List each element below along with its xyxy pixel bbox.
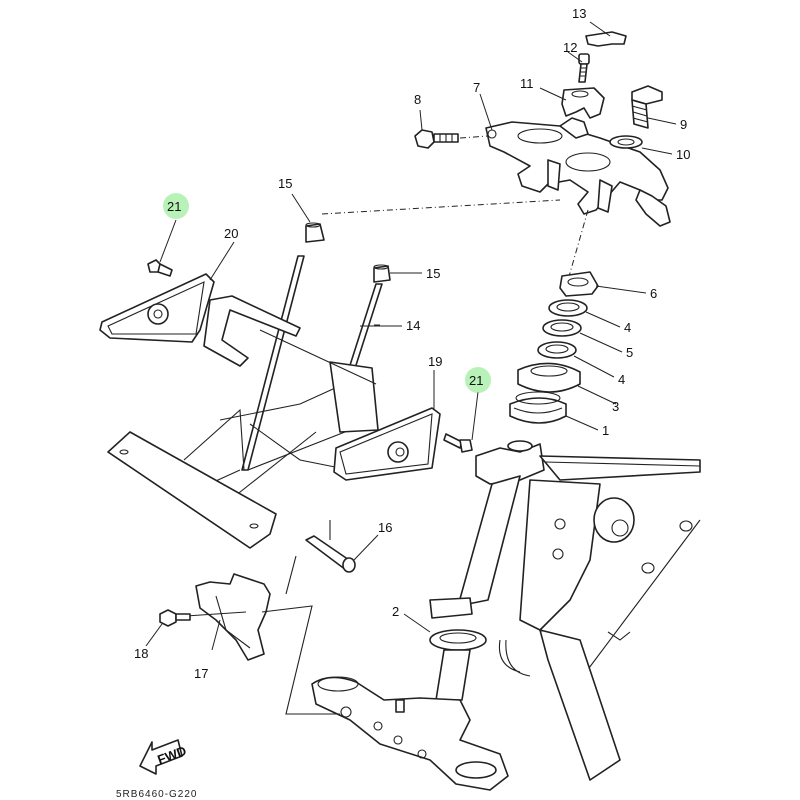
callout-4b: 4 <box>618 372 625 387</box>
bearing-2 <box>429 629 487 651</box>
highlight-21b <box>465 367 491 393</box>
upper-bracket-7 <box>485 117 671 227</box>
bolt-9 <box>631 85 663 129</box>
ring-nut-6 <box>559 271 599 297</box>
fwd-arrow-icon: FWD <box>139 739 188 775</box>
drawing-code: 5RB6460-G220 <box>116 789 198 800</box>
callout-1: 1 <box>602 423 609 438</box>
bearing-cover-3 <box>517 362 581 393</box>
bolt-21a <box>147 259 173 277</box>
bolt-12 <box>578 53 590 83</box>
rubber-washer-4b <box>537 341 577 359</box>
callout-5: 5 <box>626 345 633 360</box>
callouts: 13 12 11 7 8 9 10 6 4 5 4 3 1 15 15 14 2… <box>134 6 690 681</box>
headlight-stay-14 <box>183 255 383 501</box>
cap-13 <box>585 31 627 47</box>
callout-15a: 15 <box>278 176 292 191</box>
plate <box>107 431 277 549</box>
callout-19: 19 <box>428 354 442 369</box>
callout-4a: 4 <box>624 320 631 335</box>
callout-12: 12 <box>563 40 577 55</box>
grommet-15b <box>373 264 391 283</box>
callout-13: 13 <box>572 6 586 21</box>
callout-6: 6 <box>650 286 657 301</box>
callout-14: 14 <box>406 318 420 333</box>
bolt-21b <box>443 433 473 453</box>
collar-16 <box>285 520 356 595</box>
frame-head-tube <box>429 440 701 781</box>
callout-11: 11 <box>520 76 534 91</box>
grommet-15a <box>305 222 325 243</box>
highlight-21a <box>163 193 189 219</box>
callout-8: 8 <box>414 92 421 107</box>
washer-10 <box>609 135 643 149</box>
callout-18: 18 <box>134 646 148 661</box>
callout-9: 9 <box>680 117 687 132</box>
clamp-11 <box>561 87 605 119</box>
callout-3: 3 <box>612 399 619 414</box>
callout-2: 2 <box>392 604 399 619</box>
callout-10: 10 <box>676 147 690 162</box>
callout-21b[interactable]: 21 <box>469 373 483 388</box>
wire-guide <box>203 295 301 367</box>
callout-15b: 15 <box>426 266 440 281</box>
rubber-washer-4a <box>548 299 588 317</box>
callout-16: 16 <box>378 520 392 535</box>
leader-lines <box>145 21 677 651</box>
callout-17: 17 <box>194 666 208 681</box>
bracket-20 <box>99 273 215 343</box>
callout-20: 20 <box>224 226 238 241</box>
callout-21a[interactable]: 21 <box>167 199 181 214</box>
bolt-8 <box>414 129 489 149</box>
lower-bracket <box>311 649 509 791</box>
bolt-18 <box>159 609 191 627</box>
bearing-1 <box>509 391 567 424</box>
washer-5 <box>542 319 582 337</box>
bracket-19 <box>333 407 441 481</box>
callout-7: 7 <box>473 80 480 95</box>
